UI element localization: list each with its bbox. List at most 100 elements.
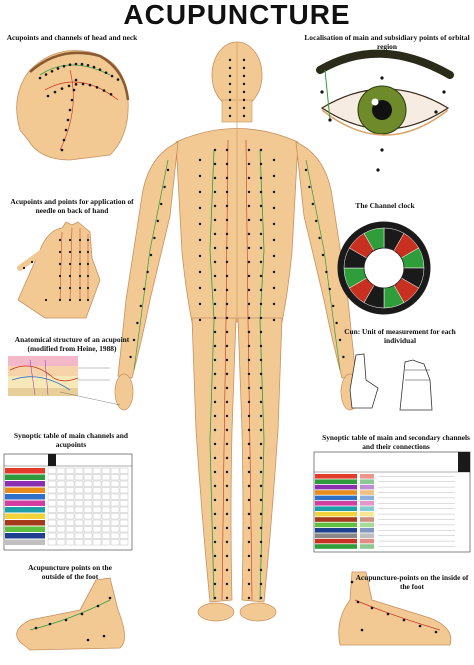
acupoint-dot [225, 442, 229, 446]
table-main-cell [65, 500, 75, 507]
acupoint-dot [225, 484, 229, 488]
acupoint-dot [442, 90, 446, 94]
acupoint-dot [247, 232, 251, 236]
caption-inside-foot: Acupuncture-points on the inside of the … [355, 573, 469, 591]
table-main-cell [101, 513, 111, 520]
table-main-cell [56, 506, 66, 513]
table-secondary-row-color [315, 495, 357, 501]
table-main-cell [92, 539, 102, 546]
table-main-cell [101, 480, 111, 487]
acupoint-dot [225, 568, 229, 572]
acupoint-dot [213, 582, 217, 586]
acupoint-dot [259, 386, 263, 390]
outer-foot-illustration [16, 577, 125, 651]
table-main-cell [110, 474, 120, 481]
acupoint-dot [56, 67, 60, 70]
acupoint-dot [350, 580, 354, 584]
acupoint-dot [136, 321, 139, 325]
acupoint-dot [198, 206, 202, 210]
table-main-cell [47, 467, 57, 474]
acupoint-dot [86, 286, 90, 290]
table-main-cell [83, 500, 93, 507]
acupoint-dot [213, 372, 217, 376]
head-neck-illustration [16, 50, 130, 161]
acupoint-dot [259, 456, 263, 460]
body-figure [114, 41, 360, 622]
table-main-cell [47, 493, 57, 500]
acupoint-dot [225, 274, 229, 278]
table-main-cell [83, 487, 93, 494]
acupoint-dot [102, 634, 106, 638]
acupoint-dot [247, 316, 251, 320]
acupoint-dot [58, 250, 62, 254]
table-main-cell [56, 539, 66, 546]
acupoint-dot [259, 176, 263, 180]
acupoint-dot [247, 260, 251, 264]
table-main-cell [65, 493, 75, 500]
acupoint-dot [325, 270, 328, 274]
acupoint-dot [98, 68, 102, 71]
acupoint-dot [213, 148, 217, 152]
table-main-cell [92, 480, 102, 487]
acupoint-dot [78, 262, 82, 266]
acupoint-dot [74, 78, 78, 82]
acupoint-dot [225, 246, 229, 250]
acupoint-dot [247, 176, 251, 180]
acupoint-dot [198, 254, 202, 258]
acupoint-dot [370, 606, 374, 610]
table-main-cell [47, 480, 57, 487]
acupoint-dot [259, 484, 263, 488]
table-secondary-row-swatch [360, 484, 374, 490]
table-main-row-color [5, 500, 45, 506]
table-secondary-row-color [315, 528, 357, 533]
acupoint-dot [259, 246, 263, 250]
acupoint-dot [259, 526, 263, 530]
acupoint-dot [242, 106, 246, 110]
acupoint-dot [247, 386, 251, 390]
acupoint-dot [247, 302, 251, 306]
acupoint-dot [228, 114, 232, 118]
acupoint-dot [156, 219, 159, 223]
acupoint-dot [225, 232, 229, 236]
table-main-cell [110, 532, 120, 539]
table-main-row-color [5, 494, 45, 500]
table-main-cell [119, 526, 129, 533]
table-main-cell [65, 480, 75, 487]
acupoint-dot [160, 202, 163, 206]
acupoint-dot [213, 162, 217, 166]
acupoint-dot [30, 260, 34, 264]
table-main-cell [110, 526, 120, 533]
table-main-row-color [5, 520, 45, 526]
acupoint-dot [259, 232, 263, 236]
acupoint-dot [72, 88, 76, 92]
table-main-cell [47, 513, 57, 520]
acupoint-dot [102, 89, 106, 92]
table-secondary-row-color [315, 522, 357, 528]
acupoint-dot [213, 596, 217, 600]
table-main-cell [47, 539, 57, 546]
table-main-cell [110, 500, 120, 507]
acupoint-dot [225, 204, 229, 208]
acupoint-dot [328, 287, 331, 291]
acupoint-dot [247, 246, 251, 250]
table-main-cell [101, 500, 111, 507]
caption-anatomical-structure: Anatomical structure of an acupoint (mod… [2, 335, 142, 353]
acupoint-dot [225, 498, 229, 502]
acupoint-dot [67, 84, 71, 88]
table-main-cell [83, 474, 93, 481]
inner-foot-illustration [338, 571, 452, 646]
acupoint-dot [259, 274, 263, 278]
acupoint-dot [74, 62, 78, 66]
acupoint-dot [213, 498, 217, 502]
acupoint-dot [272, 158, 276, 162]
acupoint-dot [70, 98, 74, 102]
acupoint-dot [259, 148, 263, 152]
acupoint-dot [225, 344, 229, 348]
acupoint-dot [149, 253, 153, 257]
table-main-cell [47, 500, 57, 507]
table-main-cell [101, 474, 111, 481]
acupoint-dot [247, 428, 251, 432]
acupoint-dot [386, 612, 390, 616]
acupoint-dot [242, 74, 246, 78]
